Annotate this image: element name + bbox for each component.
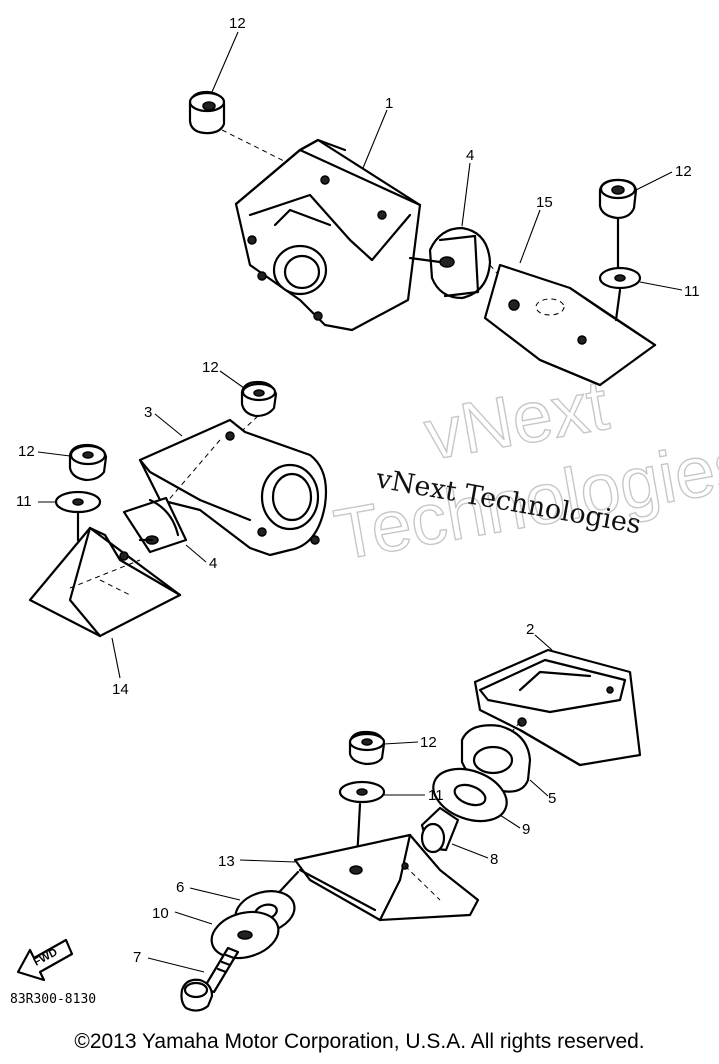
callout-11: 11 <box>16 493 32 510</box>
callout-7: 7 <box>133 949 141 966</box>
drawing-number: 83R300-8130 <box>10 992 97 1007</box>
callout-11: 11 <box>428 787 444 804</box>
callout-11: 11 <box>684 283 700 300</box>
nut-12-left <box>37 443 108 482</box>
watermark: vNext Technologies vNext Technologies <box>328 364 719 576</box>
callout-3: 3 <box>144 404 152 421</box>
callout-13: 13 <box>218 853 235 870</box>
callout-12: 12 <box>675 163 692 180</box>
mount-15 <box>483 209 657 387</box>
washer-11-right <box>598 266 683 322</box>
callout-1: 1 <box>385 95 393 112</box>
damper-4-mid <box>122 496 207 563</box>
callout-2: 2 <box>526 621 534 638</box>
callout-4: 4 <box>209 555 217 572</box>
callout-4: 4 <box>466 147 474 164</box>
copyright-notice: ©2013 Yamaha Motor Corporation, U.S.A. A… <box>74 1030 645 1053</box>
callout-15: 15 <box>536 194 553 211</box>
callout-6: 6 <box>176 879 184 896</box>
callout-12: 12 <box>420 734 437 751</box>
bracket-3 <box>138 413 328 557</box>
washer-11-left <box>38 490 102 542</box>
callout-12: 12 <box>229 15 246 32</box>
bracket-1 <box>234 109 422 332</box>
nut-12-bottom <box>348 730 419 766</box>
damper-4-top <box>408 162 521 301</box>
collar-8 <box>420 806 489 859</box>
mount-14 <box>28 526 182 679</box>
nut-12-mid <box>219 370 278 441</box>
callout-5: 5 <box>548 790 556 807</box>
callout-12: 12 <box>202 359 219 376</box>
bracket-2 <box>473 634 642 767</box>
nut-12-top <box>188 31 319 179</box>
nut-12-right <box>598 171 673 270</box>
washer-10 <box>174 910 280 960</box>
callout-10: 10 <box>152 905 169 922</box>
ring-9 <box>432 767 521 829</box>
mount-13 <box>239 833 480 922</box>
callout-14: 14 <box>112 681 129 698</box>
bolt-7 <box>147 946 240 1012</box>
callout-9: 9 <box>522 821 530 838</box>
fwd-arrow-icon: FWD <box>16 938 74 982</box>
callout-8: 8 <box>490 851 498 868</box>
callouts: 12 1 4 12 15 11 12 3 12 11 4 14 2 12 5 1… <box>16 15 700 966</box>
callout-12: 12 <box>18 443 35 460</box>
